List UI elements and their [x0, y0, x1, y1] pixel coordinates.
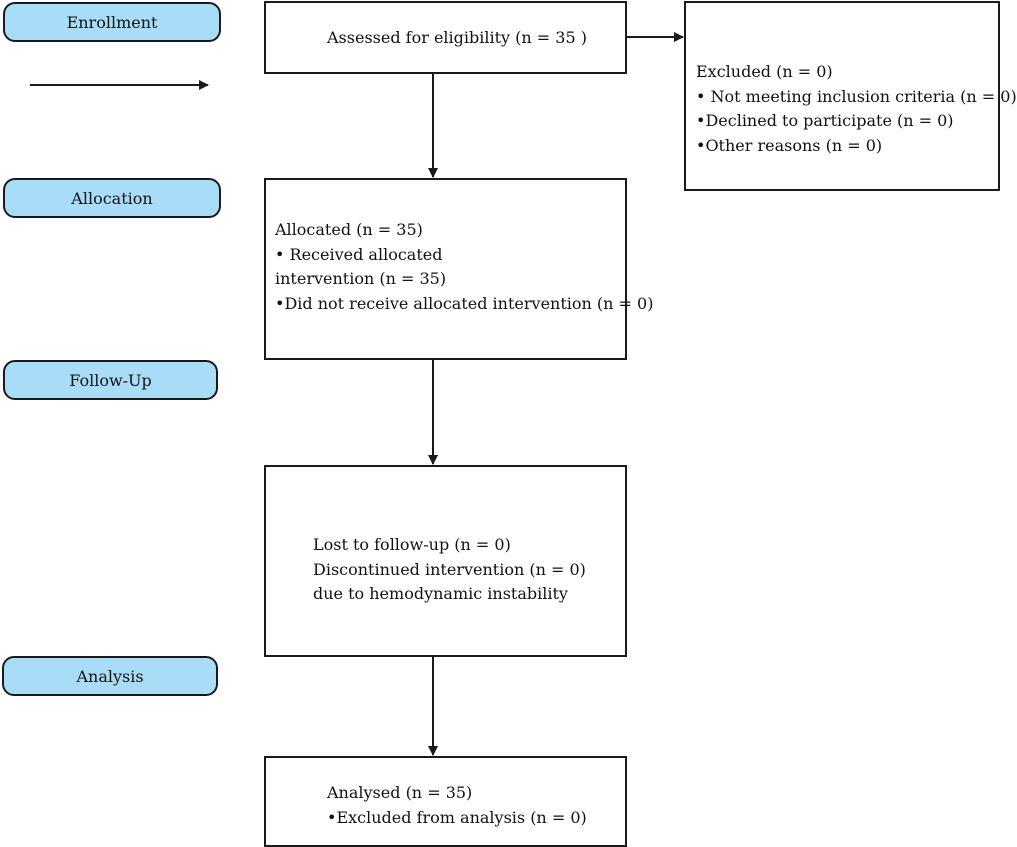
assessed-text: Assessed for eligibility (n = 35 ): [327, 28, 587, 47]
excluded-line-4: •Other reasons (n = 0): [696, 135, 883, 155]
stage-allocation-label: Allocation: [71, 188, 153, 208]
stage-follow-up: Follow-Up: [3, 360, 218, 400]
allocated-box: Allocated (n = 35) • Received allocated …: [264, 178, 654, 360]
excluded-line-3: •Declined to participate (n = 0): [696, 111, 954, 130]
stage-analysis-label: Analysis: [76, 666, 144, 686]
stage-allocation: Allocation: [3, 178, 221, 218]
excluded-line-2: • Not meeting inclusion criteria (n = 0): [696, 86, 1017, 106]
stage-enrollment-label: Enrollment: [66, 12, 158, 32]
assessed-box: Assessed for eligibility (n = 35 ): [264, 1, 627, 74]
follow-up-line-2: Discontinued intervention (n = 0): [313, 559, 586, 579]
analysed-box: Analysed (n = 35) •Excluded from analysi…: [264, 756, 627, 847]
allocated-line-4: •Did not receive allocated intervention …: [275, 293, 654, 313]
follow-up-line-3: due to hemodynamic instability: [313, 584, 568, 603]
stage-enrollment: Enrollment: [3, 2, 221, 42]
follow-up-line-1: Lost to follow-up (n = 0): [313, 535, 511, 554]
allocated-line-2: • Received allocated: [275, 244, 443, 264]
stage-analysis: Analysis: [2, 656, 218, 696]
follow-up-box: Lost to follow-up (n = 0) Discontinued i…: [264, 465, 627, 657]
allocated-line-3: intervention (n = 35): [275, 269, 447, 288]
analysed-line-1: Analysed (n = 35): [327, 783, 473, 802]
stage-follow-up-label: Follow-Up: [69, 370, 152, 390]
excluded-box: Excluded (n = 0) • Not meeting inclusion…: [684, 1, 1017, 191]
excluded-line-1: Excluded (n = 0): [696, 62, 833, 81]
analysed-line-2: •Excluded from analysis (n = 0): [327, 807, 587, 827]
allocated-line-1: Allocated (n = 35): [275, 220, 423, 239]
